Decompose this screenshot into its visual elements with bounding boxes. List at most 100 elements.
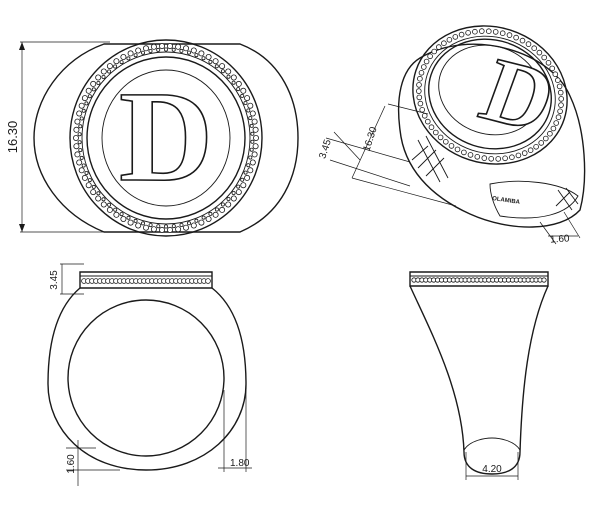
bead <box>127 219 134 226</box>
bead <box>113 58 120 65</box>
bead <box>186 221 191 226</box>
bead <box>545 59 552 66</box>
bead <box>416 82 422 88</box>
bead <box>250 131 255 136</box>
bead <box>198 219 205 226</box>
bead <box>95 74 102 81</box>
dimension-label-1-60-perspective: 1.60 <box>550 233 571 245</box>
bead <box>163 47 168 52</box>
bead <box>135 47 142 54</box>
bead <box>506 32 513 38</box>
bead <box>246 108 251 113</box>
bead <box>85 182 92 189</box>
bead <box>214 207 219 212</box>
bead <box>249 147 254 152</box>
bead <box>525 41 532 47</box>
bead <box>495 156 502 162</box>
bead <box>251 118 258 125</box>
bead <box>119 60 124 65</box>
bead <box>465 29 471 36</box>
bead <box>90 80 97 87</box>
bead <box>236 87 241 92</box>
bead <box>150 43 157 50</box>
bead <box>437 134 444 141</box>
bead <box>201 215 206 220</box>
bead <box>549 65 555 72</box>
dimension-label-1-60-front: 1.60 <box>66 454 77 474</box>
bead <box>536 49 543 56</box>
bead <box>552 71 559 77</box>
bead <box>208 211 213 216</box>
bead <box>107 202 112 207</box>
bead <box>126 215 131 220</box>
bead <box>240 177 245 182</box>
bead <box>186 50 191 55</box>
bead <box>249 123 254 128</box>
bead <box>171 224 176 229</box>
bead <box>226 74 231 79</box>
bead <box>435 44 442 50</box>
bead <box>95 195 102 202</box>
top-view: D <box>33 39 299 237</box>
monogram-letter-perspective: D <box>469 39 568 151</box>
bead <box>101 75 106 80</box>
bead <box>458 31 465 38</box>
bead <box>148 223 153 228</box>
bead <box>558 102 564 108</box>
bead <box>81 108 86 113</box>
bead <box>416 94 423 101</box>
bead <box>79 116 84 121</box>
bead <box>194 218 199 223</box>
bead <box>225 201 232 208</box>
bead <box>461 149 467 156</box>
bead <box>442 139 449 145</box>
bead <box>220 202 225 207</box>
bead <box>140 50 145 55</box>
bead <box>441 40 447 46</box>
bead <box>231 80 236 85</box>
bead <box>127 50 134 57</box>
bead-band-side <box>411 277 547 283</box>
bead <box>235 189 242 196</box>
bead <box>244 174 251 181</box>
bead <box>235 80 242 87</box>
bead <box>533 144 539 150</box>
bead <box>81 95 88 102</box>
perspective-view: D OLAMIBA <box>397 25 586 228</box>
dimension-label-3-45-front: 3.45 <box>49 270 60 290</box>
bead <box>87 178 92 183</box>
bead <box>226 196 231 201</box>
bead <box>78 124 83 129</box>
bead <box>478 28 485 34</box>
bead <box>225 68 232 75</box>
bead <box>87 94 92 99</box>
bead <box>502 155 508 162</box>
bead <box>175 43 182 50</box>
bead <box>243 101 248 106</box>
bead <box>244 95 251 102</box>
front-view <box>47 271 247 471</box>
bead <box>557 108 563 115</box>
bead <box>250 139 255 144</box>
bead <box>96 81 101 86</box>
bead <box>205 215 212 222</box>
bead <box>423 58 430 65</box>
bead <box>158 226 165 233</box>
bead <box>106 206 113 213</box>
bead <box>448 143 455 149</box>
bead <box>182 45 189 52</box>
bead <box>420 64 427 70</box>
bead <box>78 167 85 174</box>
bead <box>249 110 256 117</box>
bead <box>472 28 478 35</box>
bead <box>81 163 86 168</box>
bead <box>205 278 211 284</box>
bead <box>220 69 225 74</box>
bead <box>91 87 96 92</box>
bead <box>158 43 165 50</box>
bead <box>252 143 259 150</box>
bead <box>140 221 145 226</box>
bead <box>531 45 537 51</box>
bead <box>418 70 425 76</box>
